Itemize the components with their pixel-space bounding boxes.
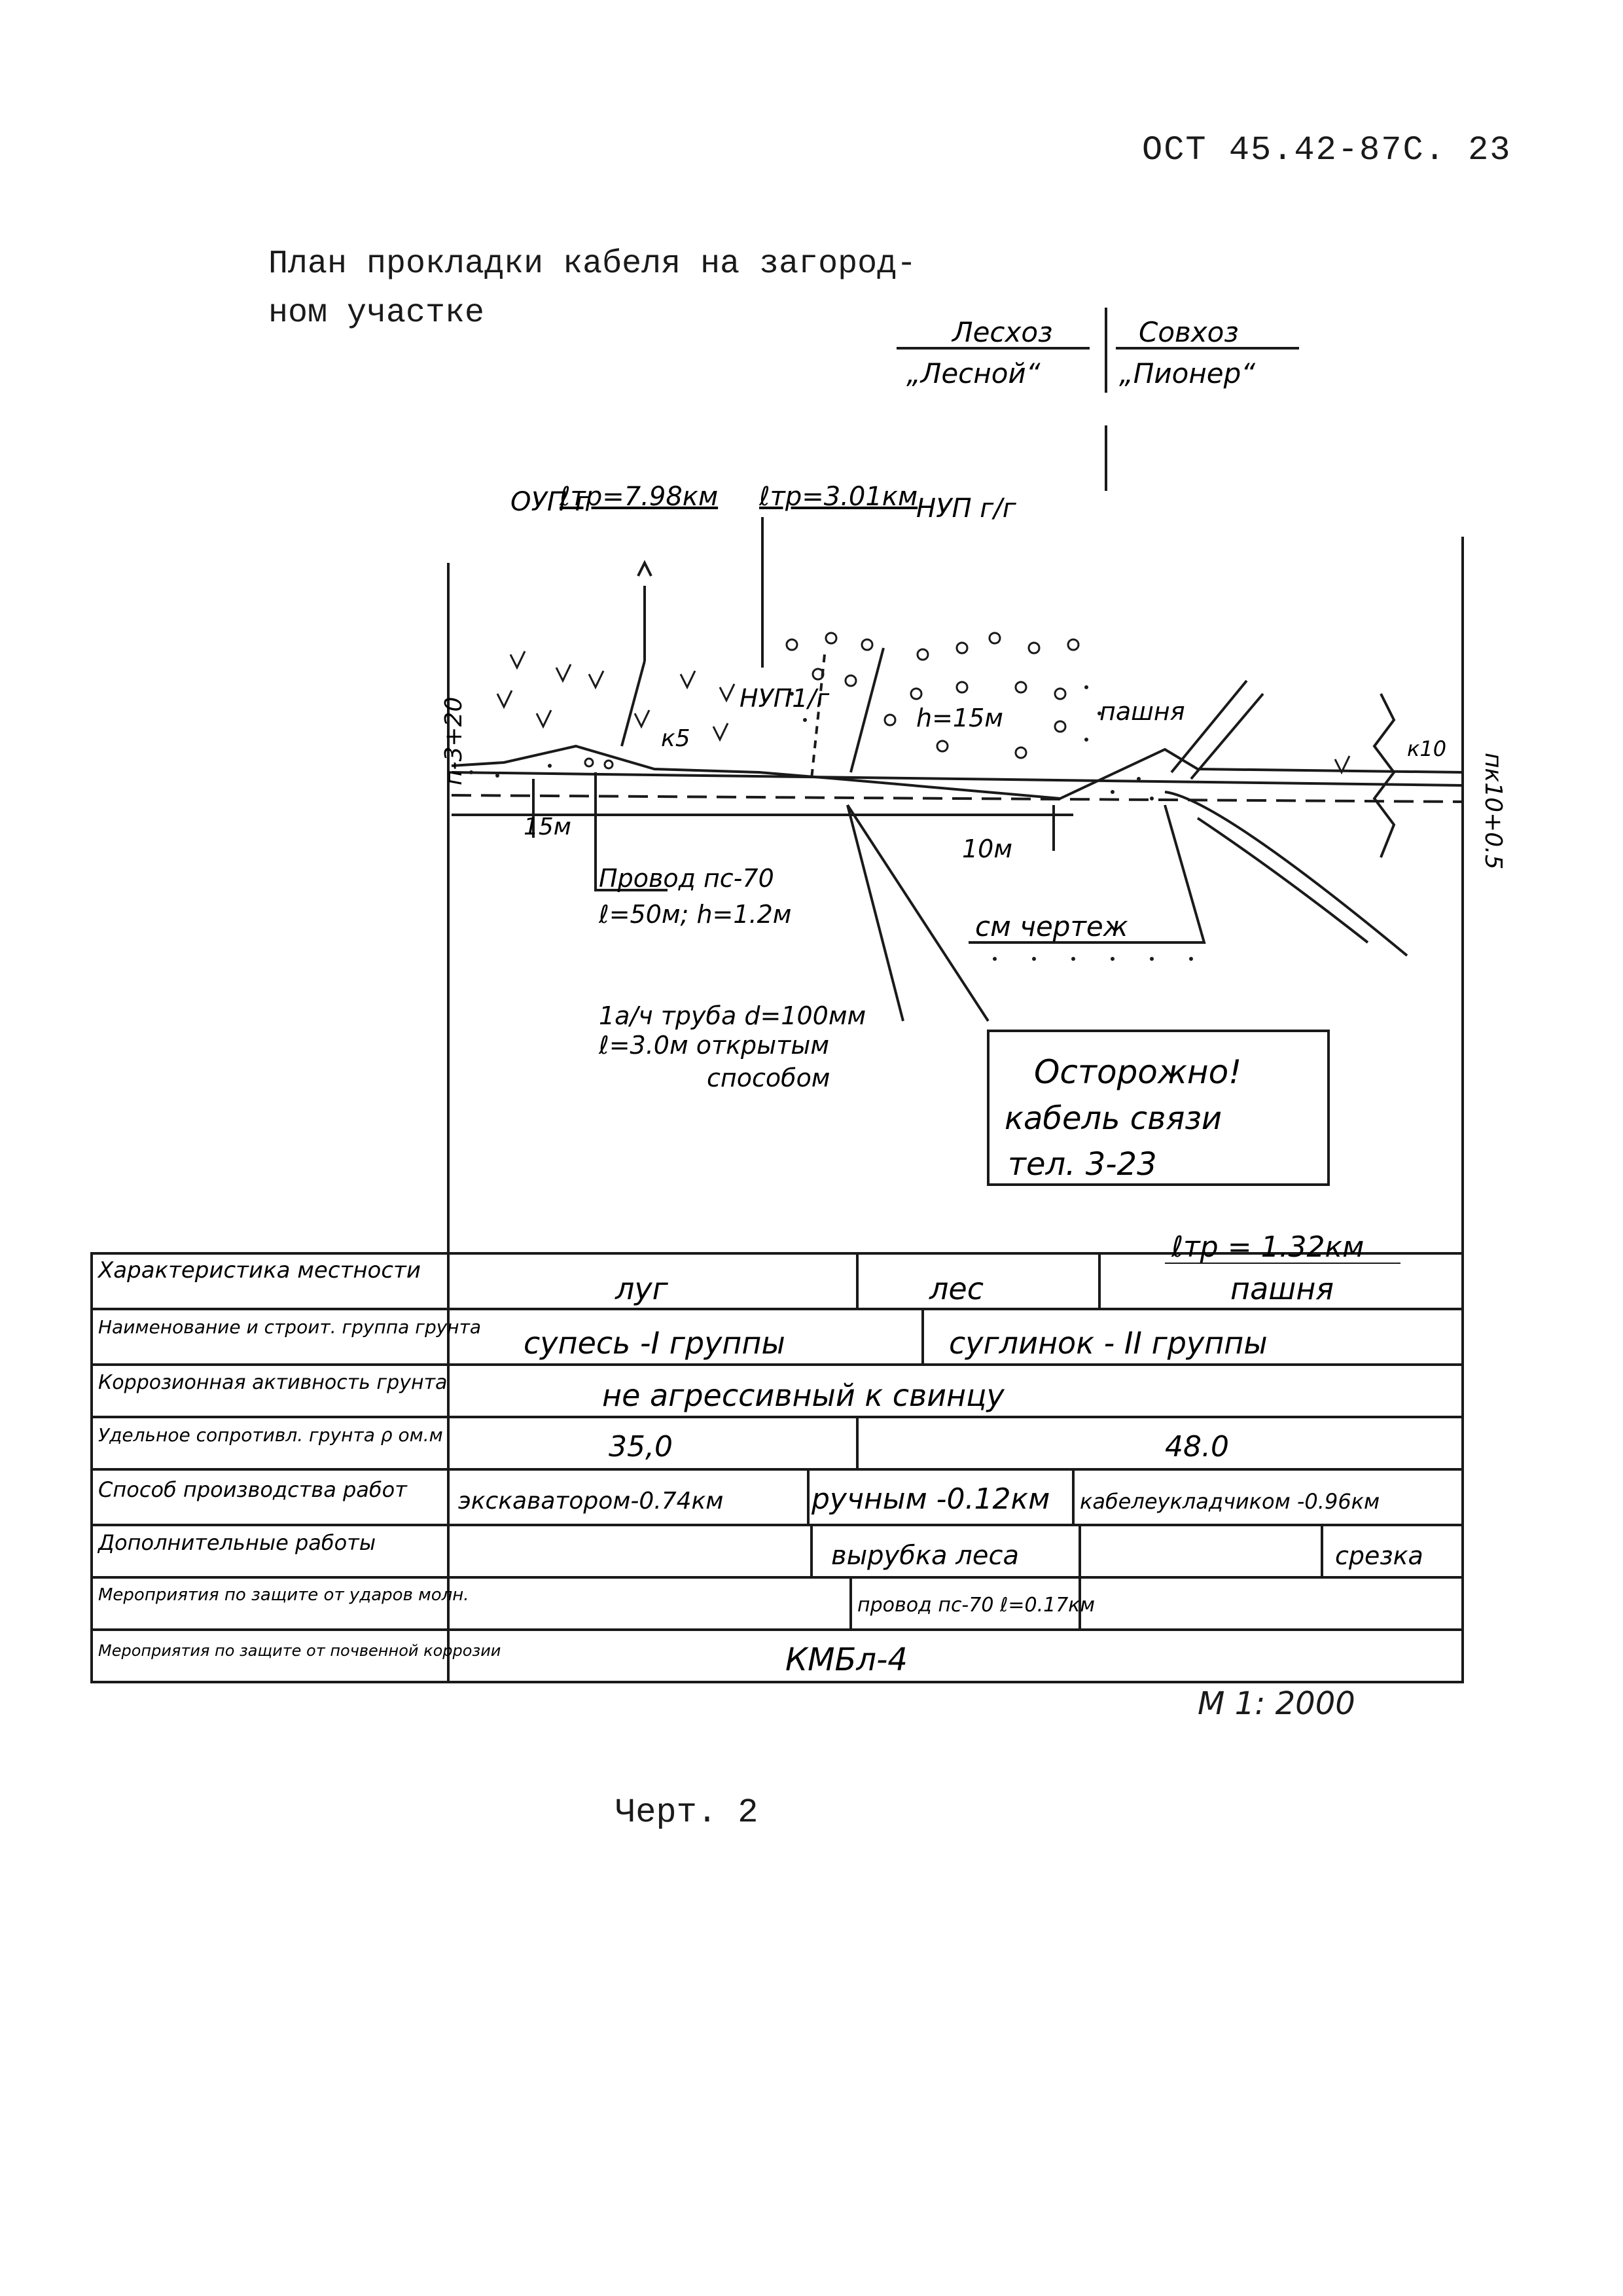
cell-loam: суглинок - II группы: [949, 1325, 1268, 1361]
hedge-right: [1372, 693, 1396, 858]
label-pashnya: пашня: [1099, 697, 1185, 726]
row-header-additional: Дополнительные работы: [97, 1530, 376, 1555]
cell-resistance-1: 35,0: [609, 1430, 673, 1463]
row-header-resistance: Удельное сопротивл. грунта ρ ом.м: [98, 1424, 443, 1446]
label-wire-2: ℓ=50м; h=1.2м: [598, 900, 791, 929]
owner-right-org: „Пионер“: [1119, 357, 1255, 389]
owner-left-org: „Лесной“: [906, 357, 1041, 389]
plan-title-line-2: ном участке: [268, 295, 485, 332]
data-table-frame: [90, 1252, 1464, 1683]
label-h15: h=15м: [916, 704, 1003, 732]
warning-line-1: Осторожно!: [1034, 1053, 1241, 1091]
owner-right-name: Совхоз: [1139, 316, 1239, 348]
road-diag-2: [1190, 692, 1264, 780]
wire-callout-leader: [594, 772, 668, 891]
cell-meadow: луг: [615, 1271, 669, 1306]
label-nup-mid: НУП1/г: [740, 684, 830, 713]
warning-line-3: тел. 3-23: [1008, 1146, 1157, 1183]
terrain-symbols: [496, 632, 1351, 775]
cell-sandy-loam: супесь -I группы: [524, 1325, 785, 1361]
label-total-length: ℓтр = 1.32км: [1171, 1230, 1364, 1264]
label-ltr-left: ℓтр=7.98км: [559, 482, 718, 512]
cell-not-aggressive: не агрессивный к свинцу: [602, 1378, 1005, 1413]
row-header-method: Способ производства работ: [98, 1477, 408, 1502]
label-pipe-3: способом: [707, 1064, 830, 1092]
cable-line-upper: [451, 771, 1463, 787]
row-header-corrosion: Коррозионная активность грунта: [98, 1371, 447, 1394]
tree-leader: [620, 660, 646, 747]
pipe-callout-leader: [846, 804, 904, 1022]
cell-manual: ручным -0.12км: [811, 1482, 1050, 1516]
row-header-terrain: Характеристика местности: [97, 1257, 421, 1283]
label-pk-left: п-3+20: [440, 697, 467, 785]
road-branch-lower: [1196, 817, 1369, 944]
label-k5: к5: [661, 725, 690, 752]
row-header-soil-corrosion: Мероприятия по защите от почвенной корро…: [98, 1641, 501, 1660]
cell-forest: лес: [929, 1271, 984, 1306]
owner-left-name: Лесхоз: [951, 316, 1052, 348]
label-k10: к10: [1407, 736, 1446, 761]
label-oup: ОУП г: [510, 487, 590, 517]
cell-resistance-2: 48.0: [1165, 1430, 1229, 1463]
road-diag-1: [1170, 679, 1248, 774]
cell-tree-felling: вырубка леса: [831, 1541, 1019, 1571]
label-distance-10m: 10м: [962, 834, 1012, 863]
label-pipe-1: 1а/ч труба d=100мм: [599, 1001, 866, 1030]
tree-top: [637, 560, 652, 577]
label-see-drawing: см чертеж: [975, 910, 1128, 942]
label-ltr-right: ℓтр=3.01км: [758, 482, 918, 512]
warning-callout-leader: [846, 804, 990, 1022]
figure-caption: Черт. 2: [615, 1793, 758, 1832]
forest-boundary-right: [849, 647, 885, 773]
cell-excavator: экскаватором-0.74км: [458, 1488, 723, 1515]
drawing-scale: М 1: 2000: [1198, 1685, 1355, 1722]
warning-box: [987, 1030, 1330, 1186]
soil-dots: [469, 685, 1193, 961]
label-pk-right: пк10+0.5: [1480, 753, 1507, 870]
label-wire-1: Провод пс-70: [599, 864, 774, 893]
label-pipe-2: ℓ=3.0м открытым: [598, 1031, 829, 1060]
label-nup-top: НУП г/г: [916, 493, 1017, 524]
cell-lightning-wire: провод пс-70 ℓ=0.17км: [857, 1594, 1095, 1617]
cell-cutting: срезка: [1335, 1541, 1423, 1570]
row-header-soil: Наименование и строит. группа грунта: [98, 1316, 481, 1338]
terrain-profile: [451, 744, 1463, 800]
cell-cable-layer: кабелеукладчиком -0.96км: [1080, 1489, 1380, 1514]
road-branch-upper: [1164, 791, 1408, 957]
cell-field: пашня: [1230, 1271, 1334, 1306]
plan-title-line-1: План прокладки кабеля на загород-: [268, 245, 917, 283]
document-reference: ОСТ 45.42-87С. 23: [1142, 131, 1512, 170]
label-distance-15m: 15м: [524, 814, 571, 840]
warning-line-2: кабель связи: [1005, 1100, 1222, 1137]
row-header-lightning: Мероприятия по защите от ударов молн.: [98, 1585, 469, 1605]
cable-line-lower: [451, 794, 1463, 803]
cell-cable-type: КМБл-4: [785, 1641, 908, 1678]
